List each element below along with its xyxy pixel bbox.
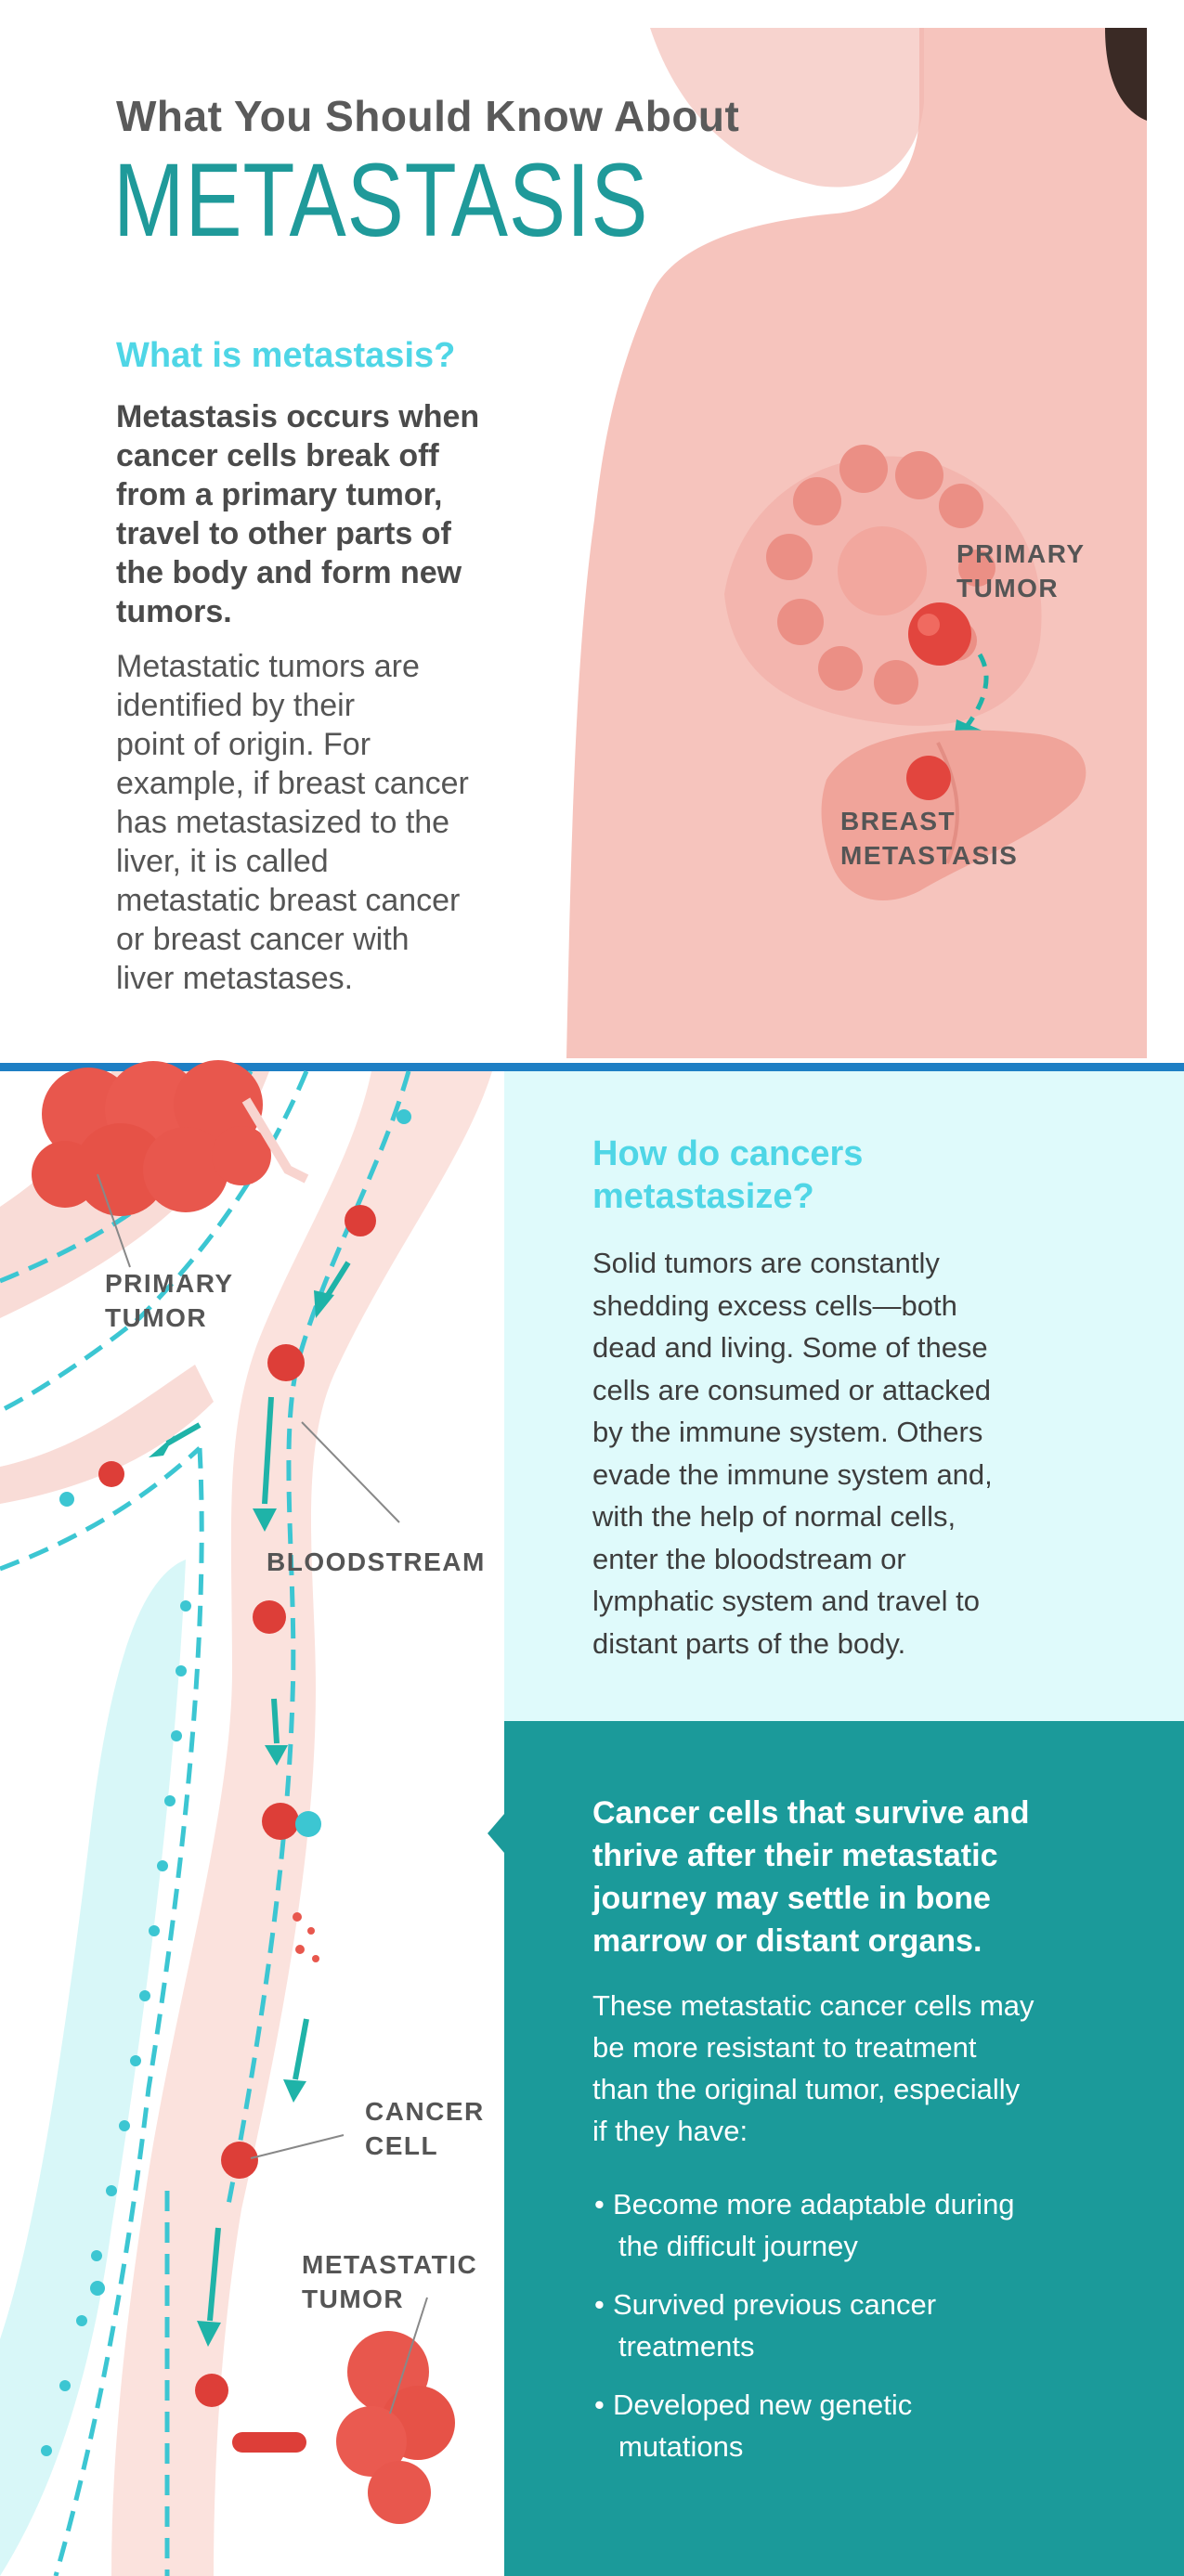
bullet-dot-icon: • bbox=[594, 2388, 605, 2421]
list-item: • Become more adaptable during the diffi… bbox=[592, 2183, 1112, 2267]
resistance-bullet-list: • Become more adaptable during the diffi… bbox=[592, 2183, 1112, 2484]
kicker-title: What You Should Know About bbox=[116, 92, 740, 140]
question-how: How do cancers metastasize? bbox=[592, 1134, 864, 1216]
main-title: METASTASIS bbox=[113, 142, 649, 258]
label-primary-tumor-left: PRIMARY TUMOR bbox=[105, 1269, 234, 1332]
example-text: Metastatic tumors are identified by thei… bbox=[116, 649, 469, 996]
label-cancer-cell: CANCER CELL bbox=[365, 2097, 485, 2160]
survive-headline: Cancer cells that survive and thrive aft… bbox=[592, 1795, 1030, 1959]
list-item: • Survived previous cancer treatments bbox=[592, 2284, 1112, 2367]
bloodstream-illustration bbox=[0, 1060, 492, 2576]
liver-icon bbox=[821, 730, 1086, 900]
label-primary-tumor-top: PRIMARY TUMOR bbox=[956, 539, 1086, 602]
tumor-cluster-icon bbox=[32, 1060, 309, 1216]
how-paragraph: Solid tumors are constantly shedding exc… bbox=[592, 1247, 993, 1660]
survive-intro: These metastatic cancer cells may be mor… bbox=[592, 1989, 1034, 2147]
label-breast-metastasis: BREAST METASTASIS bbox=[840, 807, 1019, 870]
panel-pointer bbox=[488, 1814, 504, 1853]
how-panel-bg bbox=[504, 1071, 1184, 1721]
bullet-dot-icon: • bbox=[594, 2188, 605, 2220]
primary-tumor-icon bbox=[908, 602, 971, 666]
section-divider bbox=[0, 1063, 1184, 1071]
question-what-is: What is metastasis? bbox=[116, 336, 456, 375]
metastatic-tumor-icon bbox=[336, 2331, 455, 2524]
definition-text: Metastasis occurs when cancer cells brea… bbox=[116, 399, 480, 629]
label-metastatic-tumor: METASTATIC TUMOR bbox=[302, 2250, 478, 2313]
label-bloodstream: BLOODSTREAM bbox=[267, 1547, 486, 1576]
list-item: • Developed new genetic mutations bbox=[592, 2384, 1112, 2467]
torso-illustration bbox=[566, 28, 1147, 1058]
bullet-dot-icon: • bbox=[594, 2288, 605, 2321]
survive-panel-bg bbox=[504, 1721, 1184, 2576]
